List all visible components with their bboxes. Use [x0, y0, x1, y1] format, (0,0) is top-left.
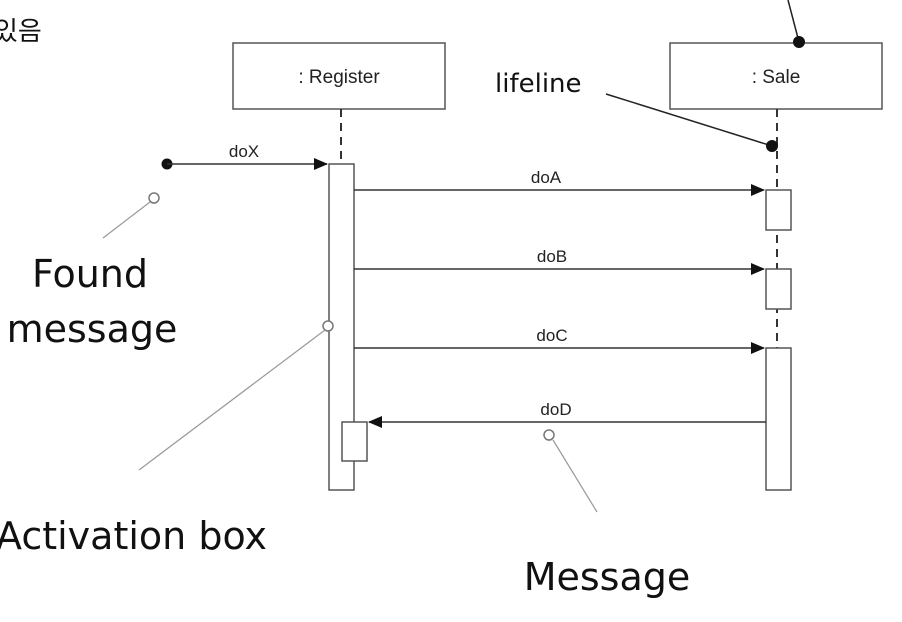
found-message-annotation-line1: Found — [32, 252, 148, 296]
corner-text: 있음 — [0, 17, 42, 47]
lifeline-annotation: lifeline — [495, 69, 582, 99]
sale-object-box — [669, 42, 883, 110]
message-label-doA: doA — [531, 168, 562, 187]
message-pointer-circle — [543, 429, 555, 441]
sale-object-pointer-line — [787, 0, 800, 43]
message-pointer-line — [552, 439, 598, 513]
lifeline-pointer-line — [605, 93, 773, 147]
activation-box-annotation: Activation box — [0, 514, 267, 558]
register-object-box — [232, 42, 446, 110]
message-label-doD: doD — [540, 400, 571, 419]
sale-activation-box-doB — [765, 268, 792, 310]
found-message-annotation-line2: message — [7, 307, 178, 351]
message-label-doX: doX — [229, 142, 259, 161]
found-message-pointer-circle — [148, 192, 160, 204]
activation-box-pointer-line — [138, 329, 326, 471]
sale-object: : Sale — [669, 42, 883, 110]
register-object: : Register — [232, 42, 446, 110]
message-label-doB: doB — [537, 247, 567, 266]
sale-activation-box-doC — [765, 347, 792, 491]
found-message-pointer-line — [102, 201, 151, 239]
lifeline-pointer-dot — [766, 140, 778, 152]
message-label-doC: doC — [536, 326, 567, 345]
sale-activation-box-doA — [765, 189, 792, 231]
sale-object-label: : Sale — [752, 67, 801, 88]
register-nested-activation-box — [341, 421, 368, 462]
activation-box-pointer-circle — [322, 320, 334, 332]
register-object-label: : Register — [298, 67, 380, 88]
message-annotation: Message — [524, 555, 691, 599]
sale-object-pointer-dot — [793, 36, 805, 48]
